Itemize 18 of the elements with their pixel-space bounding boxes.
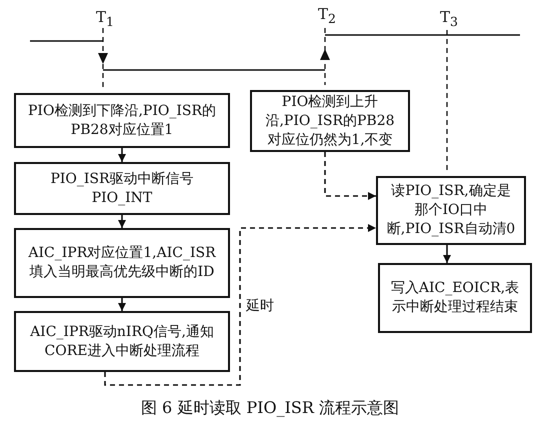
arrow (118, 148, 126, 162)
process-box: PIO检测到下降沿,PIO_ISR的PB28对应位置1 (14, 93, 230, 148)
process-box: 读PIO_ISR,确定是那个IO口中断,PIO_ISR自动清0 (376, 176, 526, 245)
process-box: AIC_IPR对应位置1,AIC_ISR填入当明最高优先级中断的ID (14, 228, 230, 298)
arrow (324, 152, 376, 200)
process-box: PIO检测到上升沿,PIO_ISR的PB28对应位仍然为1,不变 (250, 90, 410, 152)
time-label: T$_{2}$ (318, 5, 336, 26)
edge-label: 延时 (246, 296, 274, 314)
process-box: 写入AIC_EOICR,表示中断处理过程结束 (378, 263, 532, 333)
caption: 图 6 延时读取 PIO_ISR 流程示意图 (140, 398, 400, 419)
process-box: AIC_IPR驱动nIRQ信号,通知CORE进入中断处理流程 (14, 311, 230, 372)
arrow (443, 245, 451, 263)
arrow (118, 298, 126, 311)
process-box: PIO_ISR驱动中断信号PIO_INT (14, 162, 230, 215)
arrow (118, 215, 126, 228)
time-label: T$_{1}$ (96, 8, 114, 29)
arrow (104, 224, 376, 386)
time-label: T$_{3}$ (440, 8, 458, 29)
